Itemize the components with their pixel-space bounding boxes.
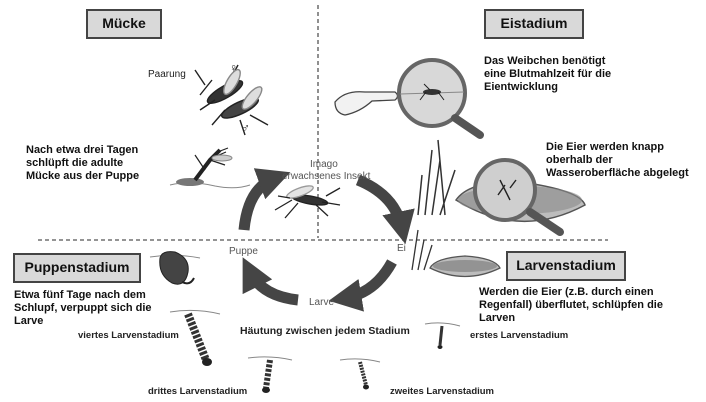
section-larvenstadium: Larvenstadium (506, 251, 626, 281)
paarung-label: Paarung (148, 69, 186, 81)
imago-label: Imago (310, 159, 338, 171)
zweites-larvenstadium-label: zweites Larvenstadium (390, 386, 494, 398)
magnifier-hand-illustration (335, 60, 480, 135)
eier-knapp-text: Die Eier werden knapp oberhalb der Wasse… (546, 141, 689, 180)
adult-mosquito-illustration (275, 183, 340, 218)
larva-first-illustration (425, 323, 460, 349)
erwachsenes-insekt-label: erwachsenes Insekt (282, 171, 370, 183)
larva-third-illustration (248, 357, 292, 393)
male-symbol: ♂ (241, 122, 250, 134)
ei-label: Ei (397, 243, 406, 255)
weibchen-text: Das Weibchen benötigt eine Blutmahlzeit … (484, 55, 611, 94)
section-eistadium: Eistadium (484, 9, 584, 39)
viertes-larvenstadium-label: viertes Larvenstadium (78, 330, 179, 342)
mating-mosquitoes-illustration (195, 65, 268, 135)
puppe-label: Puppe (229, 246, 258, 258)
section-muecke: Mücke (86, 9, 162, 39)
larva-second-illustration (340, 359, 380, 390)
female-symbol: ♀ (229, 62, 238, 74)
erstes-larvenstadium-label: erstes Larvenstadium (470, 330, 568, 342)
haeutung-label: Häutung zwischen jedem Stadium (240, 325, 410, 337)
larve-label: Larve (309, 297, 334, 309)
section-puppenstadium: Puppenstadium (13, 253, 141, 283)
ueberflutet-text: Werden die Eier (z.B. durch einen Regenf… (479, 286, 663, 325)
arrow-larve-to-puppe (250, 272, 298, 300)
flooded-bowl-illustration (412, 230, 500, 277)
drittes-larvenstadium-label: drittes Larvenstadium (148, 386, 247, 398)
arrow-imago-to-ei (358, 180, 402, 228)
schluepft-text: Nach etwa drei Tagen schlüpft die adulte… (26, 144, 139, 183)
arrow-ei-to-larve (345, 262, 392, 298)
pupa-illustration (150, 252, 200, 285)
emerging-mosquito-illustration (170, 148, 250, 188)
fuenf-tage-text: Etwa fünf Tage nach dem Schlupf, verpupp… (14, 289, 152, 328)
